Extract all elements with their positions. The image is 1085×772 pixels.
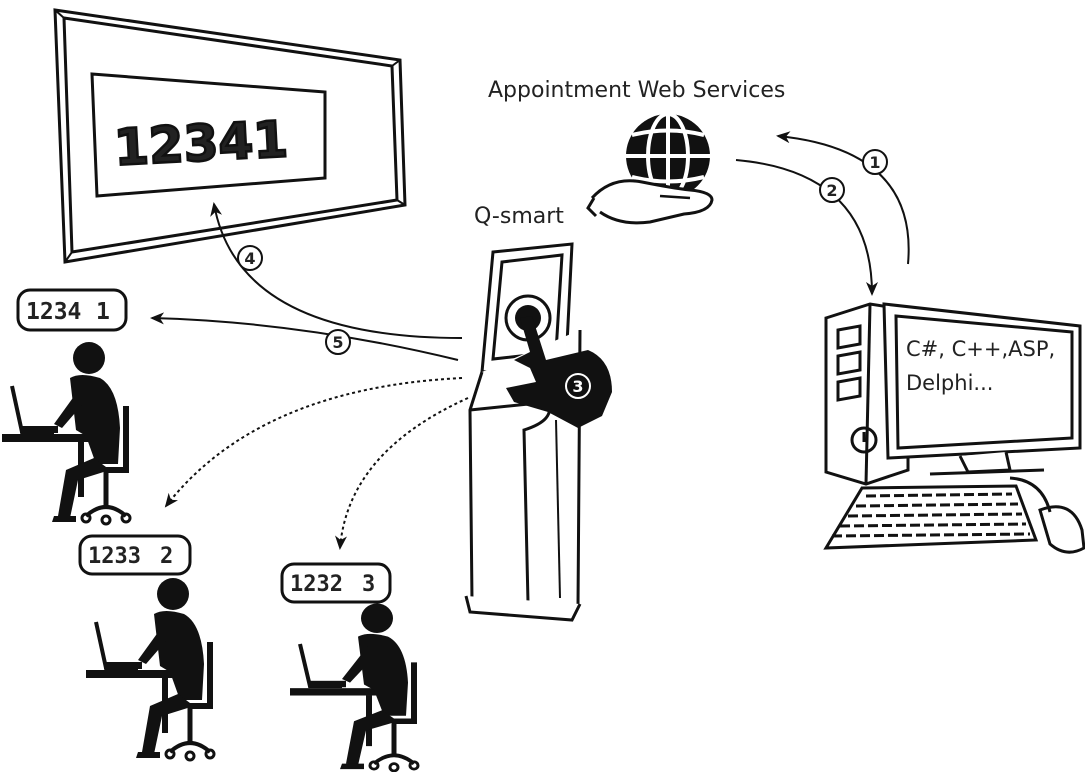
step-label-3: 3 bbox=[572, 377, 583, 396]
step-label-4: 4 bbox=[244, 249, 255, 268]
ticket-desk-2-counter: 2 bbox=[160, 544, 173, 569]
step-label-1: 1 bbox=[869, 153, 880, 172]
ticket-desk-1-number: 1234 bbox=[26, 299, 81, 325]
ticket-badge-desk-2: 1233 2 bbox=[78, 534, 192, 576]
computer-screen-line2: Delphi... bbox=[906, 371, 993, 395]
desktop-computer-icon bbox=[824, 302, 1082, 486]
ticket-desk-3-number: 1232 bbox=[290, 572, 343, 597]
arrow-to-counter-2 bbox=[164, 377, 463, 508]
display-monitor-icon bbox=[53, 8, 407, 264]
ticket-desk-1-counter: 1 bbox=[96, 299, 110, 325]
kiosk-label: Q-smart bbox=[474, 204, 564, 229]
person-at-laptop-icon bbox=[86, 578, 214, 760]
step-badge-5: 5 bbox=[325, 329, 351, 355]
arrow-step-1 bbox=[776, 131, 910, 265]
person-at-laptop-icon bbox=[2, 342, 130, 524]
display-board-ticket: 1234 bbox=[113, 112, 255, 177]
step-badge-1: 1 bbox=[862, 149, 888, 175]
arrow-step-5 bbox=[150, 312, 459, 361]
web-services-label: Appointment Web Services bbox=[488, 78, 785, 103]
arrow-to-counter-3 bbox=[335, 397, 469, 550]
step-label-2: 2 bbox=[826, 181, 837, 200]
keyboard-icon bbox=[823, 484, 1039, 550]
ticket-badge-desk-3: 1232 3 bbox=[280, 562, 392, 604]
ticket-desk-2-number: 1233 bbox=[88, 544, 141, 569]
step-label-5: 5 bbox=[332, 333, 343, 352]
person-at-laptop-icon bbox=[290, 604, 418, 771]
step-badge-2: 2 bbox=[819, 177, 845, 203]
globe-icon bbox=[626, 112, 710, 200]
mouse-icon bbox=[1009, 476, 1085, 554]
step-badge-3: 3 bbox=[565, 373, 591, 399]
touch-hand-icon bbox=[504, 294, 612, 428]
hand-icon bbox=[586, 179, 714, 225]
arrow-step-4 bbox=[210, 202, 463, 339]
ticket-badge-desk-1: 1234 1 bbox=[16, 288, 128, 332]
arrow-step-2 bbox=[735, 159, 878, 296]
display-board-counter: 1 bbox=[252, 110, 290, 170]
ticket-desk-3-counter: 3 bbox=[362, 572, 375, 597]
computer-screen-line1: C#, C++,ASP, bbox=[906, 337, 1055, 361]
step-badge-4: 4 bbox=[237, 245, 263, 271]
kiosk-icon bbox=[464, 242, 582, 622]
